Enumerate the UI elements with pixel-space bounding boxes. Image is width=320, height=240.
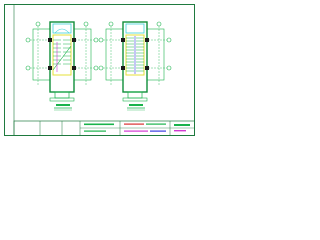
left-stair-treads xyxy=(53,39,71,65)
right-plan-title-text-mark xyxy=(129,104,143,106)
title-block-text-marks xyxy=(84,123,190,132)
title-block-frame xyxy=(13,120,195,136)
right-top-landing xyxy=(125,23,145,34)
left-entrance-step xyxy=(54,91,70,99)
left-entrance-base xyxy=(49,97,75,102)
right-stair-well xyxy=(125,34,145,76)
left-axis-bubbles xyxy=(25,21,99,71)
drawing-sheet xyxy=(4,4,195,136)
right-stair-treads xyxy=(126,37,144,72)
left-stair-plan xyxy=(25,21,99,111)
left-stair-break-line xyxy=(52,45,72,71)
left-columns xyxy=(48,38,76,70)
right-entrance-base xyxy=(122,97,148,102)
left-landing-arc xyxy=(54,28,70,34)
left-top-landing xyxy=(52,23,72,34)
left-stair-core xyxy=(49,21,75,93)
left-plan-title-text-mark xyxy=(56,104,70,106)
right-stair-plan xyxy=(98,21,172,111)
right-columns xyxy=(121,38,149,70)
title-block xyxy=(13,120,195,136)
left-stair-well xyxy=(52,34,72,76)
right-entrance-step xyxy=(127,91,143,99)
right-axis-bubbles xyxy=(98,21,172,71)
